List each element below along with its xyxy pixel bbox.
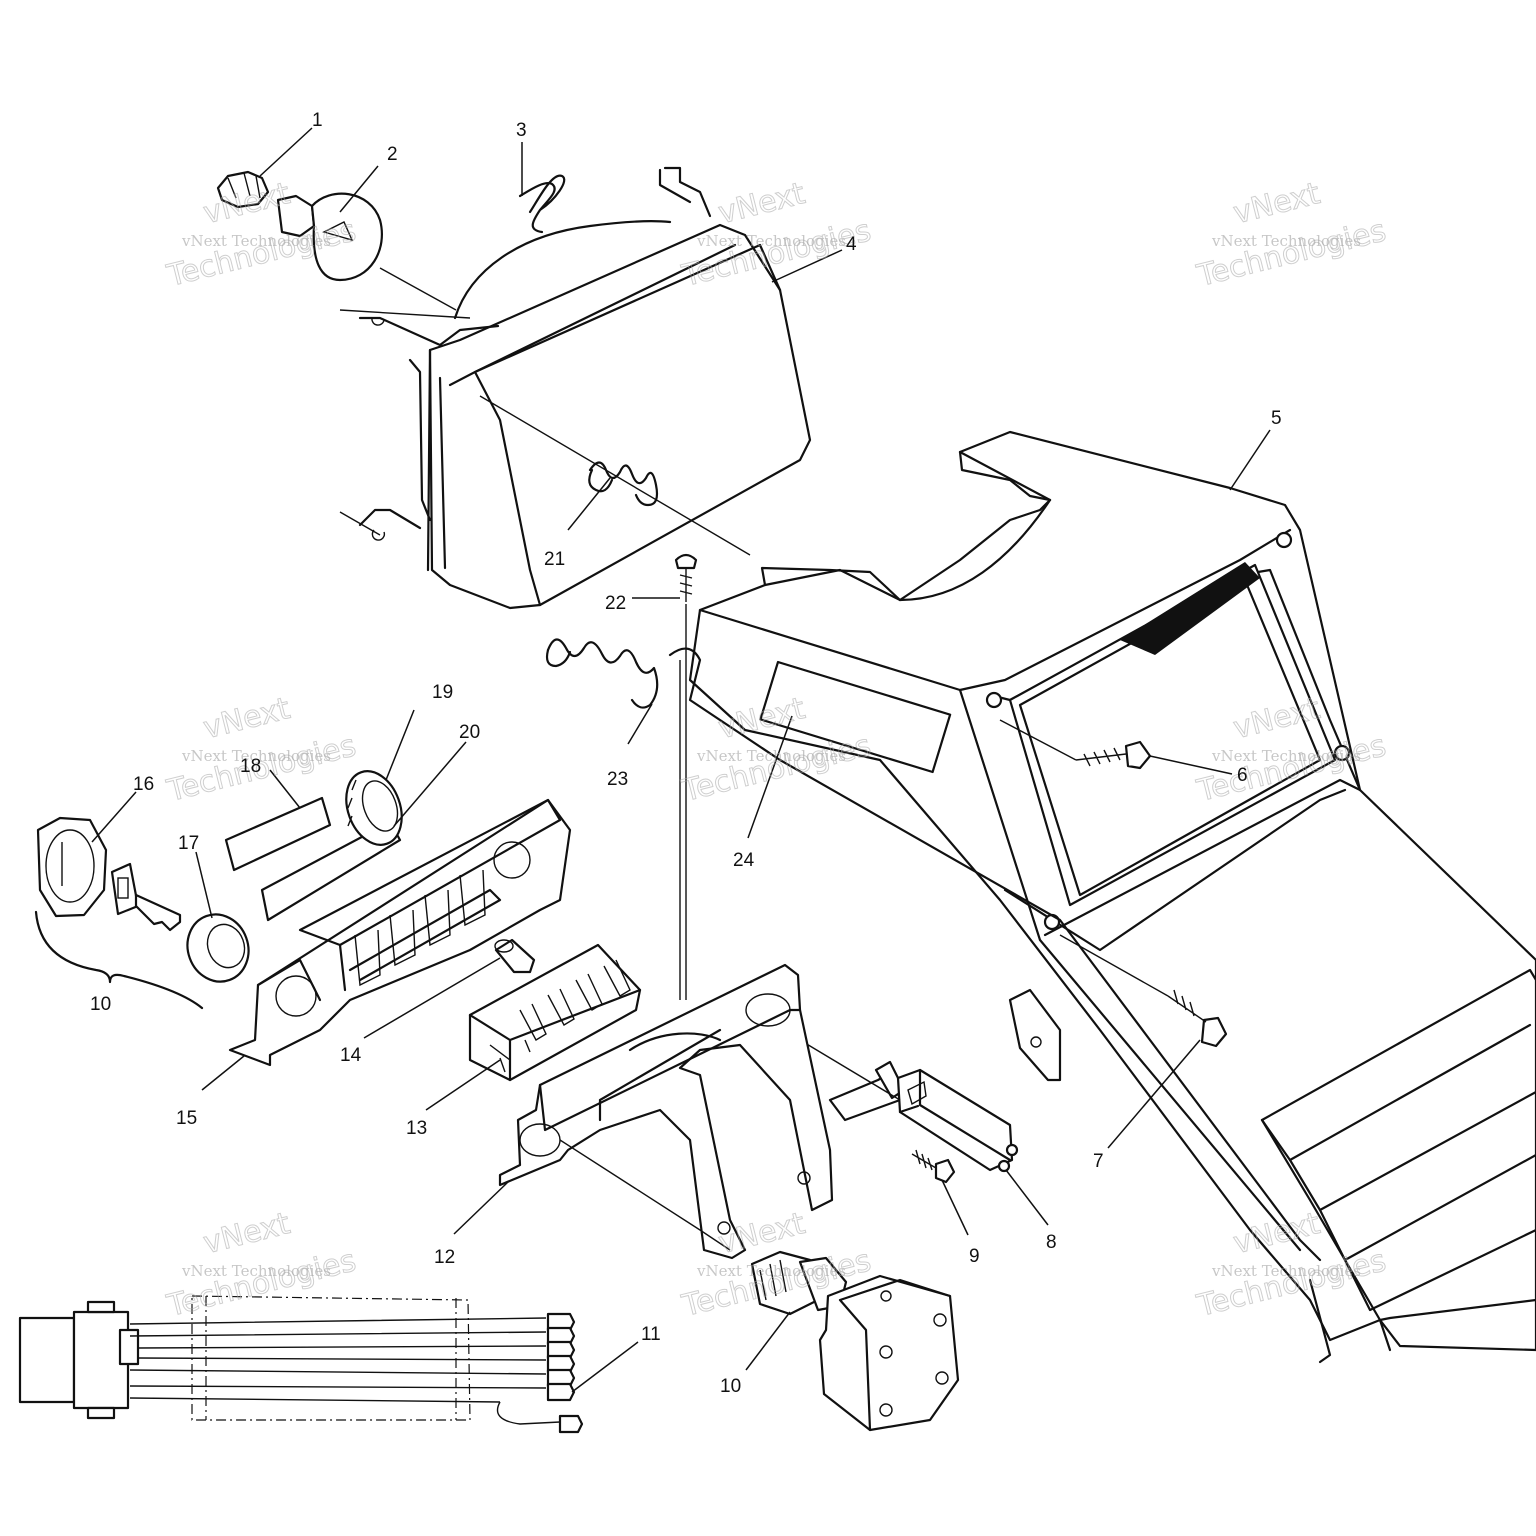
part-21-spring bbox=[588, 461, 659, 507]
callout-5: 5 bbox=[1271, 408, 1282, 429]
part-12-bracket bbox=[498, 963, 834, 1260]
part-4-headlight-housing bbox=[358, 166, 812, 610]
callout-3: 3 bbox=[516, 120, 527, 141]
svg-text:vNext: vNext bbox=[715, 176, 809, 231]
callout-labels: 1 2 3 4 5 6 7 8 9 10 10 11 12 13 14 15 1… bbox=[90, 110, 1282, 1397]
part-24-label-plate bbox=[759, 660, 952, 774]
svg-text:vNext Technologies: vNext Technologies bbox=[696, 747, 846, 765]
part-7-long-screw bbox=[1059, 934, 1228, 1048]
callout-7: 7 bbox=[1093, 1151, 1104, 1172]
svg-text:vNext Technologies: vNext Technologies bbox=[181, 1262, 331, 1280]
callout-1: 1 bbox=[312, 110, 323, 131]
brace-10-upper bbox=[34, 910, 204, 1010]
svg-text:vNext Technologies: vNext Technologies bbox=[696, 232, 846, 250]
callout-17: 17 bbox=[178, 833, 199, 854]
callout-8: 8 bbox=[1046, 1232, 1057, 1253]
callout-23: 23 bbox=[607, 769, 628, 790]
watermark-3: vNext vNext Technologies Technologies bbox=[1193, 176, 1390, 295]
part-23-spring bbox=[545, 638, 659, 709]
part-11-wire-harness bbox=[18, 1295, 584, 1434]
callout-6: 6 bbox=[1237, 765, 1248, 786]
part-9-screw bbox=[911, 1149, 956, 1184]
callout-12: 12 bbox=[434, 1247, 455, 1268]
svg-text:vNext: vNext bbox=[1230, 176, 1324, 231]
bulb-axis-line bbox=[379, 267, 457, 311]
svg-text:vNext Technologies: vNext Technologies bbox=[1211, 747, 1361, 765]
callout-11: 11 bbox=[641, 1324, 661, 1345]
part-10-ignition-switch bbox=[750, 1250, 960, 1432]
leader-lines bbox=[91, 127, 1271, 1393]
part-20-strip bbox=[260, 820, 402, 922]
part-1-socket-nut bbox=[216, 170, 270, 209]
headlight-axis-line bbox=[339, 309, 751, 556]
watermark-4: vNext vNext Technologies Technologies bbox=[163, 691, 360, 810]
svg-text:Technologies: Technologies bbox=[1193, 213, 1389, 294]
part-19-grommet bbox=[345, 770, 403, 846]
svg-text:Technologies: Technologies bbox=[163, 728, 359, 809]
svg-text:vNext: vNext bbox=[200, 691, 294, 746]
svg-text:Technologies: Technologies bbox=[163, 213, 359, 294]
part-2-bulb bbox=[276, 192, 383, 282]
callout-22: 22 bbox=[605, 593, 626, 614]
callout-14: 14 bbox=[340, 1045, 362, 1066]
svg-text:vNext Technologies: vNext Technologies bbox=[181, 232, 331, 250]
svg-text:Technologies: Technologies bbox=[163, 1243, 359, 1324]
wire-routing-line bbox=[668, 647, 1322, 1262]
callout-16: 16 bbox=[133, 774, 154, 795]
part-13-switch-block bbox=[468, 943, 642, 1082]
part-22-screw bbox=[674, 553, 698, 1000]
callout-10-upper: 10 bbox=[90, 994, 111, 1015]
callout-9: 9 bbox=[969, 1246, 980, 1267]
callout-2: 2 bbox=[387, 144, 398, 165]
svg-text:vNext Technologies: vNext Technologies bbox=[696, 1262, 846, 1280]
svg-text:vNext: vNext bbox=[200, 1206, 294, 1261]
svg-text:vNext Technologies: vNext Technologies bbox=[181, 747, 331, 765]
callout-13: 13 bbox=[406, 1118, 427, 1139]
part-18-label bbox=[224, 796, 332, 872]
callout-20: 20 bbox=[459, 722, 480, 743]
callout-4: 4 bbox=[846, 234, 857, 255]
callout-24: 24 bbox=[733, 850, 755, 871]
callout-19: 19 bbox=[432, 682, 453, 703]
part-16-lock-bezel bbox=[36, 816, 108, 918]
callout-10-lower: 10 bbox=[720, 1376, 741, 1397]
part-14-pin bbox=[494, 938, 536, 974]
part-5-console-housing bbox=[688, 430, 1536, 1364]
svg-text:vNext Technologies: vNext Technologies bbox=[1211, 232, 1361, 250]
key bbox=[110, 862, 182, 932]
part-17-grommet bbox=[186, 913, 250, 983]
callout-18: 18 bbox=[240, 756, 261, 777]
watermark-7: vNext vNext Technologies Technologies bbox=[163, 1206, 360, 1325]
part-3-spring-clip bbox=[518, 174, 566, 234]
part-15-switch-panel bbox=[228, 798, 572, 1067]
callout-15: 15 bbox=[176, 1108, 197, 1129]
part-8-toggle-switch bbox=[799, 1039, 1019, 1173]
callout-21: 21 bbox=[544, 549, 565, 570]
svg-text:vNext Technologies: vNext Technologies bbox=[1211, 1262, 1361, 1280]
part-6-screw bbox=[999, 719, 1152, 770]
